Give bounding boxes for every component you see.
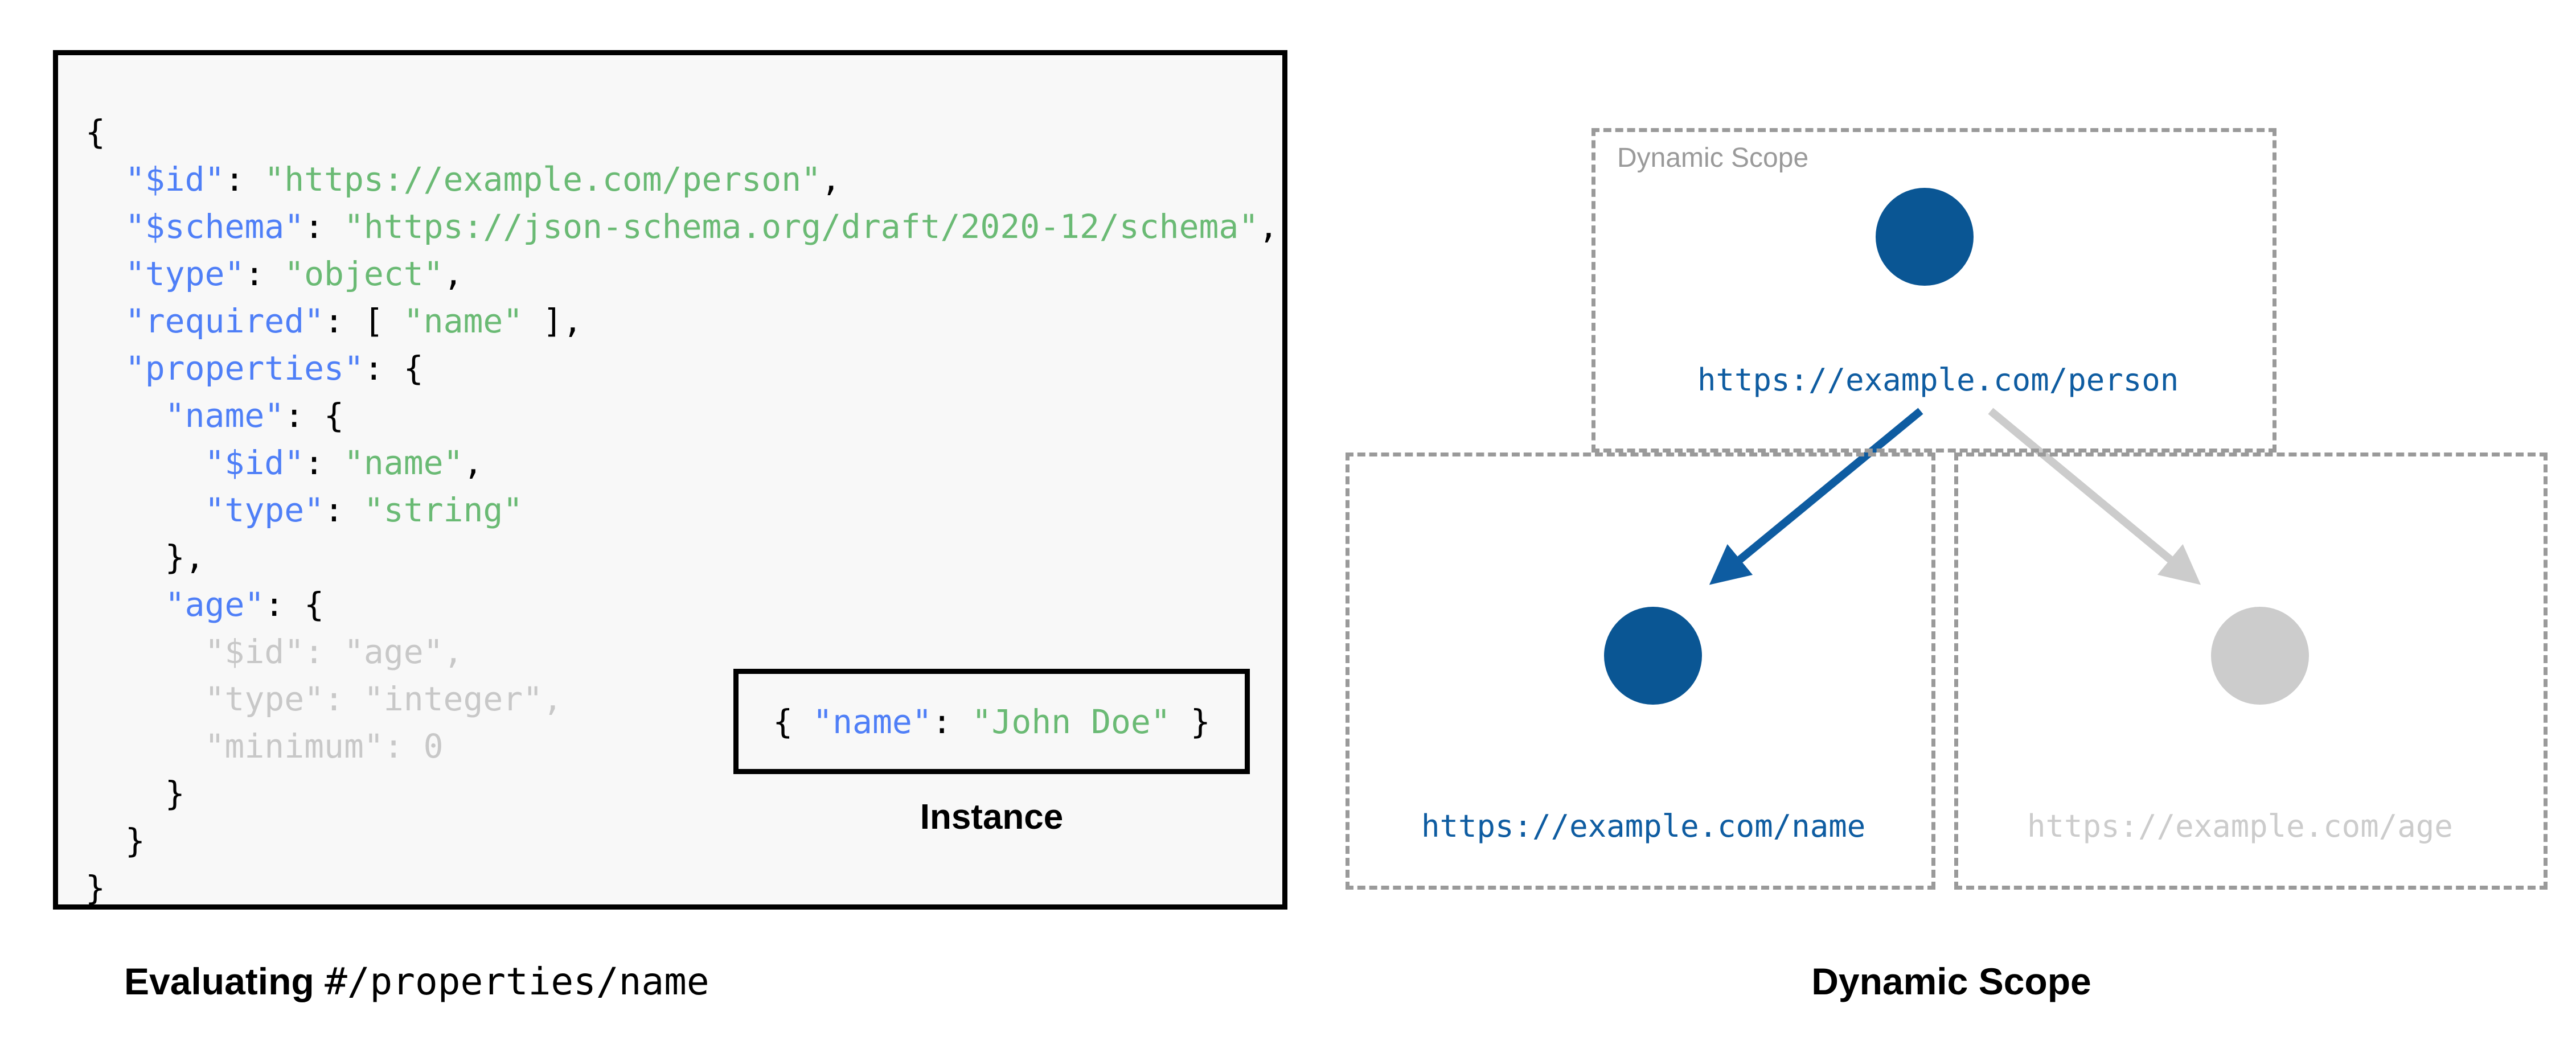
node-circle-age	[2211, 607, 2309, 705]
code-token: "age"	[343, 632, 444, 671]
code-token: : {	[284, 396, 344, 435]
code-line: "properties": {	[85, 349, 424, 388]
code-line: "minimum": 0	[85, 727, 444, 766]
code-line: "name": {	[85, 396, 344, 435]
code-line: "age": {	[85, 585, 324, 624]
code-token: :	[932, 702, 972, 741]
code-token: "type"	[204, 491, 325, 529]
node-circle-person	[1876, 188, 1974, 286]
code-token: "$id"	[204, 632, 305, 671]
code-token: "integer"	[363, 680, 543, 718]
code-token: "name"	[403, 302, 523, 340]
code-line: }	[85, 869, 105, 907]
node-label-person: https://example.com/person	[1697, 362, 2179, 398]
instance-code-text: { "name": "John Doe" }	[773, 702, 1210, 741]
code-token: },	[165, 538, 205, 577]
node-label-name: https://example.com/name	[1421, 808, 1866, 844]
code-token: :	[304, 443, 344, 482]
code-token: "type"	[204, 680, 325, 718]
code-line: },	[85, 538, 205, 577]
code-token: ,	[821, 160, 841, 199]
instance-code-box: { "name": "John Doe" }	[733, 669, 1250, 774]
code-token: :	[304, 632, 344, 671]
code-line: "$id": "age",	[85, 632, 463, 671]
code-token: :	[324, 680, 364, 718]
node-label-age: https://example.com/age	[2027, 808, 2453, 844]
code-line: {	[85, 113, 105, 151]
code-line: "required": [ "name" ],	[85, 302, 583, 340]
code-token: }	[125, 821, 145, 860]
code-line: "$id": "https://example.com/person",	[85, 160, 841, 199]
code-token: }	[1170, 702, 1211, 741]
code-token: : [	[324, 302, 404, 340]
code-token: "string"	[363, 491, 523, 529]
code-line: }	[85, 774, 185, 813]
code-token: "object"	[284, 254, 444, 293]
code-token: :	[383, 727, 424, 766]
code-token: "https://example.com/person"	[264, 160, 822, 199]
scope-box-name	[1346, 453, 1935, 890]
code-line: "$schema": "https://json-schema.org/draf…	[85, 207, 1278, 246]
code-token: : {	[264, 585, 325, 624]
code-token: }	[85, 869, 105, 907]
code-token: :	[304, 207, 344, 246]
code-token: ,	[443, 254, 463, 293]
schema-code-text: { "$id": "https://example.com/person", "…	[85, 109, 1278, 912]
code-token: }	[165, 774, 185, 813]
node-circle-name	[1604, 607, 1702, 705]
code-token: ],	[523, 302, 583, 340]
caption-bold-part: Evaluating	[124, 960, 325, 1002]
code-line: "$id": "name",	[85, 443, 483, 482]
code-token: 0	[423, 727, 444, 766]
code-token: ,	[543, 680, 563, 718]
dynamic-scope-panel: Dynamic Scope https://example.com/person…	[1327, 0, 2576, 1053]
scope-box-age	[1954, 453, 2548, 890]
schema-code-block: { "$id": "https://example.com/person", "…	[53, 50, 1287, 910]
code-token: :	[244, 254, 285, 293]
code-token: ,	[463, 443, 483, 482]
left-figure-caption: Evaluating #/properties/name	[124, 960, 709, 1003]
code-token: "$id"	[125, 160, 225, 199]
code-token: :	[324, 491, 364, 529]
code-token: "https://json-schema.org/draft/2020-12/s…	[343, 207, 1259, 246]
caption-mono-part: #/properties/name	[325, 960, 709, 1003]
code-token: "John Doe"	[971, 702, 1171, 741]
code-token: "minimum"	[204, 727, 384, 766]
code-token: "age"	[165, 585, 265, 624]
code-line: }	[85, 821, 145, 860]
instance-label: Instance	[920, 797, 1064, 837]
code-token: :	[224, 160, 265, 199]
right-figure-caption: Dynamic Scope	[1811, 960, 2091, 1002]
code-token: "$schema"	[125, 207, 305, 246]
code-token: "name"	[165, 396, 285, 435]
code-token: {	[85, 113, 105, 151]
code-token: "required"	[125, 302, 325, 340]
scope-box-label: Dynamic Scope	[1617, 143, 1809, 173]
scope-box-root	[1591, 128, 2276, 453]
code-token: {	[773, 702, 813, 741]
code-line: "type": "string"	[85, 491, 523, 529]
code-line: "type": "object",	[85, 254, 463, 293]
code-token: : {	[363, 349, 424, 388]
code-token: "name"	[343, 443, 463, 482]
code-token: "type"	[125, 254, 245, 293]
code-token: "name"	[813, 702, 932, 741]
code-token: ,	[1258, 207, 1279, 246]
code-token: "$id"	[204, 443, 305, 482]
code-line: "type": "integer",	[85, 680, 563, 718]
schema-panel: { "$id": "https://example.com/person", "…	[53, 50, 1287, 1003]
code-token: ,	[443, 632, 463, 671]
code-token: "properties"	[125, 349, 364, 388]
